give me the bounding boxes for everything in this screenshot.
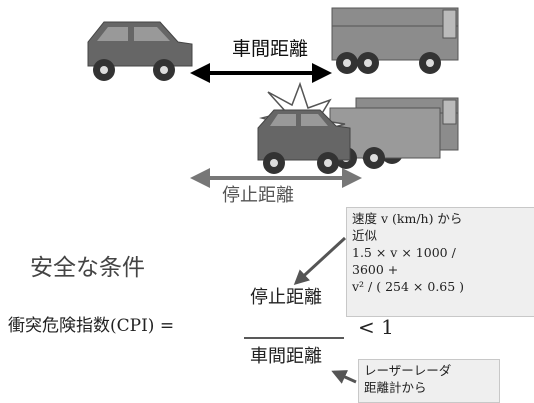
sensor-pointer-arrow — [331, 370, 357, 384]
sensor-line: 距離計から — [364, 380, 427, 395]
formula-comparison: < 1 — [358, 315, 394, 339]
safe-condition-heading: 安全な条件 — [30, 255, 145, 281]
formula-denominator: 車間距離 — [250, 346, 322, 367]
speed-approximation-box: 速度 v (km/h) から 近似 1.5 × v × 1000 / 3600 … — [346, 207, 534, 317]
following-distance-label: 車間距離 — [232, 38, 309, 60]
approximation-line: 近似 — [352, 228, 378, 243]
approximation-line: 1.5 × v × 1000 / — [352, 245, 456, 260]
car-icon — [87, 21, 193, 81]
sensor-line: レーザーレーダ — [364, 363, 452, 378]
truck-icon — [331, 7, 459, 74]
stopping-distance-label: 停止距離 — [222, 185, 294, 206]
laser-radar-box: レーザーレーダ 距離計から — [358, 359, 500, 403]
approximation-pointer-arrow — [293, 236, 347, 286]
approximation-line: 速度 v (km/h) から — [352, 211, 463, 226]
formula-numerator: 停止距離 — [250, 287, 322, 308]
approximation-line: 3600 + — [352, 262, 399, 277]
approximation-line: v² / ( 254 × 0.65 ) — [352, 279, 465, 294]
cpi-formula-lhs: 衝突危険指数(CPI) = — [8, 316, 175, 336]
